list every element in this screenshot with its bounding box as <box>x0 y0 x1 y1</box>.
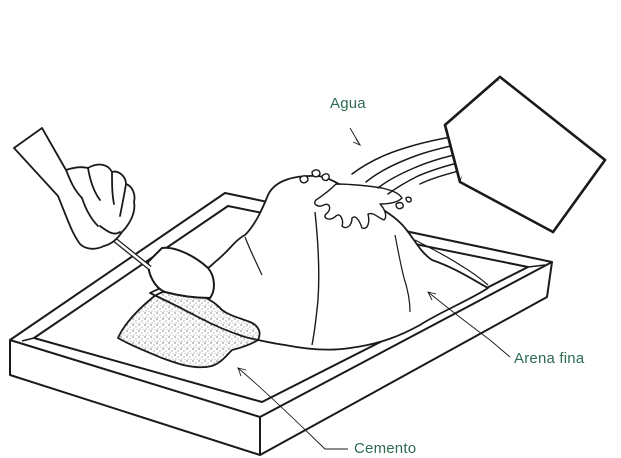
water-arrow <box>350 128 360 145</box>
cement-label: Cemento <box>354 440 416 457</box>
water-label: Agua <box>330 95 366 112</box>
fine-sand-label: Arena fina <box>514 350 584 367</box>
hand-with-trowel <box>14 128 135 249</box>
water-bucket <box>445 77 605 232</box>
